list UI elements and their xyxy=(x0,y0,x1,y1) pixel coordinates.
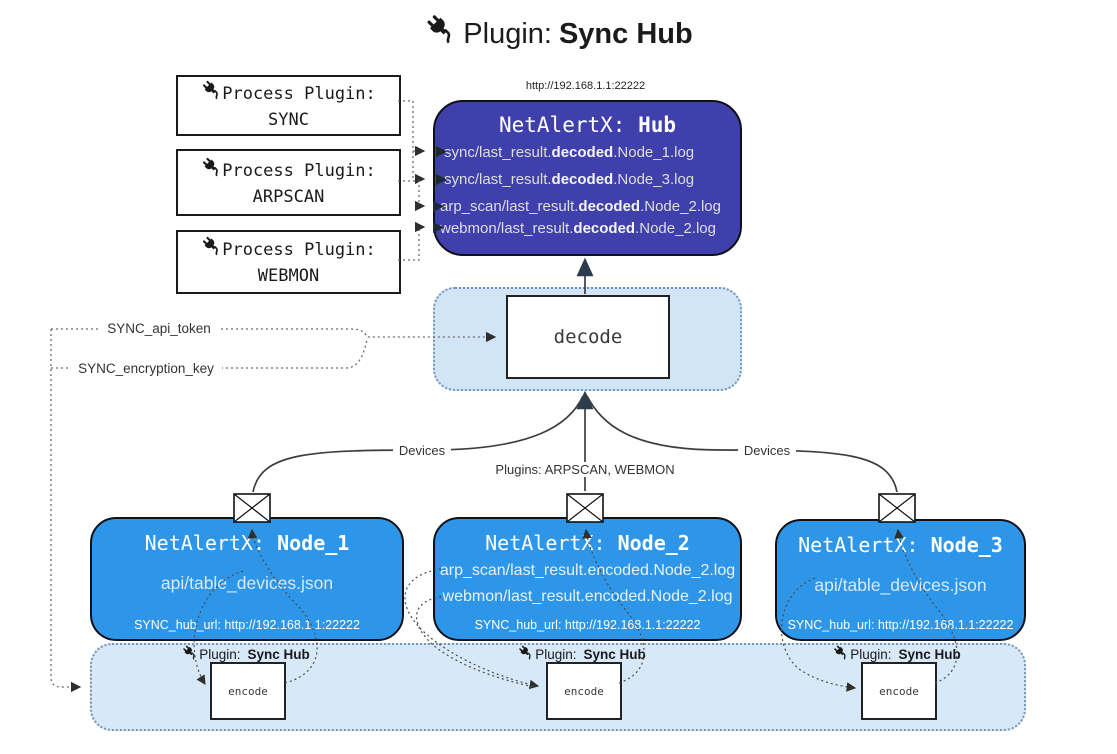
process-plugin-name: SYNC xyxy=(268,109,309,130)
hub-box: NetAlertX: Hub sync/last_result.decoded.… xyxy=(433,100,742,256)
encode-plugin-label-1: Plugin:Sync Hub xyxy=(176,643,316,664)
devices-label-right: Devices xyxy=(738,443,796,458)
encode-box-3: encode xyxy=(861,662,937,720)
hub-file: webmon/last_result.decoded.Node_2.log xyxy=(440,220,716,237)
envelope-icon xyxy=(566,493,604,528)
title-name: Sync Hub xyxy=(558,17,693,50)
devices-label-left: Devices xyxy=(393,443,451,458)
node-3-box: NetAlertX: Node_3 api/table_devices.json… xyxy=(775,519,1026,641)
node-title: NetAlertX: Node_2 xyxy=(485,531,690,555)
node-1-box: NetAlertX: Node_1 api/table_devices.json… xyxy=(90,517,404,641)
plug-icon xyxy=(832,643,850,664)
encode-plugin-label-2: Plugin:Sync Hub xyxy=(512,643,652,664)
plug-icon xyxy=(200,234,224,264)
hub-file: sync/last_result.decoded.Node_1.log xyxy=(444,144,695,161)
node-hub-url: SYNC_hub_url: http://192.168.1.1:22222 xyxy=(474,618,701,632)
process-plugin-name: ARPSCAN xyxy=(252,186,325,207)
plugins-label: Plugins: ARPSCAN, WEBMON xyxy=(495,462,675,477)
node-hub-url: SYNC_hub_url: http://192.168.1.1:22222 xyxy=(134,618,360,632)
process-plugin-arpscan: Process Plugin: ARPSCAN xyxy=(176,149,401,216)
sync-encryption-key-label: SYNC_encryption_key xyxy=(70,361,222,376)
encode-label: encode xyxy=(564,684,604,698)
process-plugin-label: Process Plugin: xyxy=(222,160,376,181)
page-title: Plugin:Sync Hub xyxy=(0,11,1117,54)
node-file: webmon/last_result.encoded.Node_2.log xyxy=(442,588,733,605)
encode-label: encode xyxy=(228,684,268,698)
process-plugin-label: Process Plugin: xyxy=(222,83,376,104)
node-title: NetAlertX: Node_1 xyxy=(144,531,350,555)
process-plugin-label: Process Plugin: xyxy=(222,240,376,260)
hub-url: http://192.168.1.1:22222 xyxy=(525,80,646,92)
encode-label: encode xyxy=(879,684,919,698)
plug-icon xyxy=(200,155,224,185)
decode-label: decode xyxy=(553,326,623,348)
process-plugin-sync: Process Plugin: SYNC xyxy=(176,75,401,136)
encode-box-2: encode xyxy=(546,662,622,720)
node-file: arp_scan/last_result.encoded.Node_2.log xyxy=(439,562,736,579)
node-file: api/table_devices.json xyxy=(160,573,334,593)
process-plugin-name: WEBMON xyxy=(257,266,320,286)
node-hub-url: SYNC_hub_url: http://192.168.1.1:22222 xyxy=(787,618,1014,632)
node-title: NetAlertX: Node_3 xyxy=(798,533,1003,557)
node-file: api/table_devices.json xyxy=(814,575,987,595)
plug-icon xyxy=(200,78,224,108)
sync-api-token-label: SYNC_api_token xyxy=(98,321,220,336)
title-prefix: Plugin: xyxy=(463,17,552,50)
hub-file: sync/last_result.decoded.Node_3.log xyxy=(444,171,695,188)
encode-box-1: encode xyxy=(210,662,286,720)
hub-title: NetAlertX: Hub xyxy=(498,113,676,137)
decode-box: decode xyxy=(506,295,670,379)
encode-plugin-label-3: Plugin:Sync Hub xyxy=(827,643,967,664)
hub-file: arp_scan/last_result.decoded.Node_2.log xyxy=(440,198,721,215)
node-2-box: NetAlertX: Node_2 arp_scan/last_result.e… xyxy=(433,517,742,641)
plug-icon xyxy=(181,643,199,664)
process-plugin-webmon: Process Plugin: WEBMON xyxy=(176,230,401,294)
envelope-icon xyxy=(233,493,271,528)
plug-icon xyxy=(424,11,459,54)
envelope-icon xyxy=(878,493,916,528)
plug-icon xyxy=(517,643,535,664)
